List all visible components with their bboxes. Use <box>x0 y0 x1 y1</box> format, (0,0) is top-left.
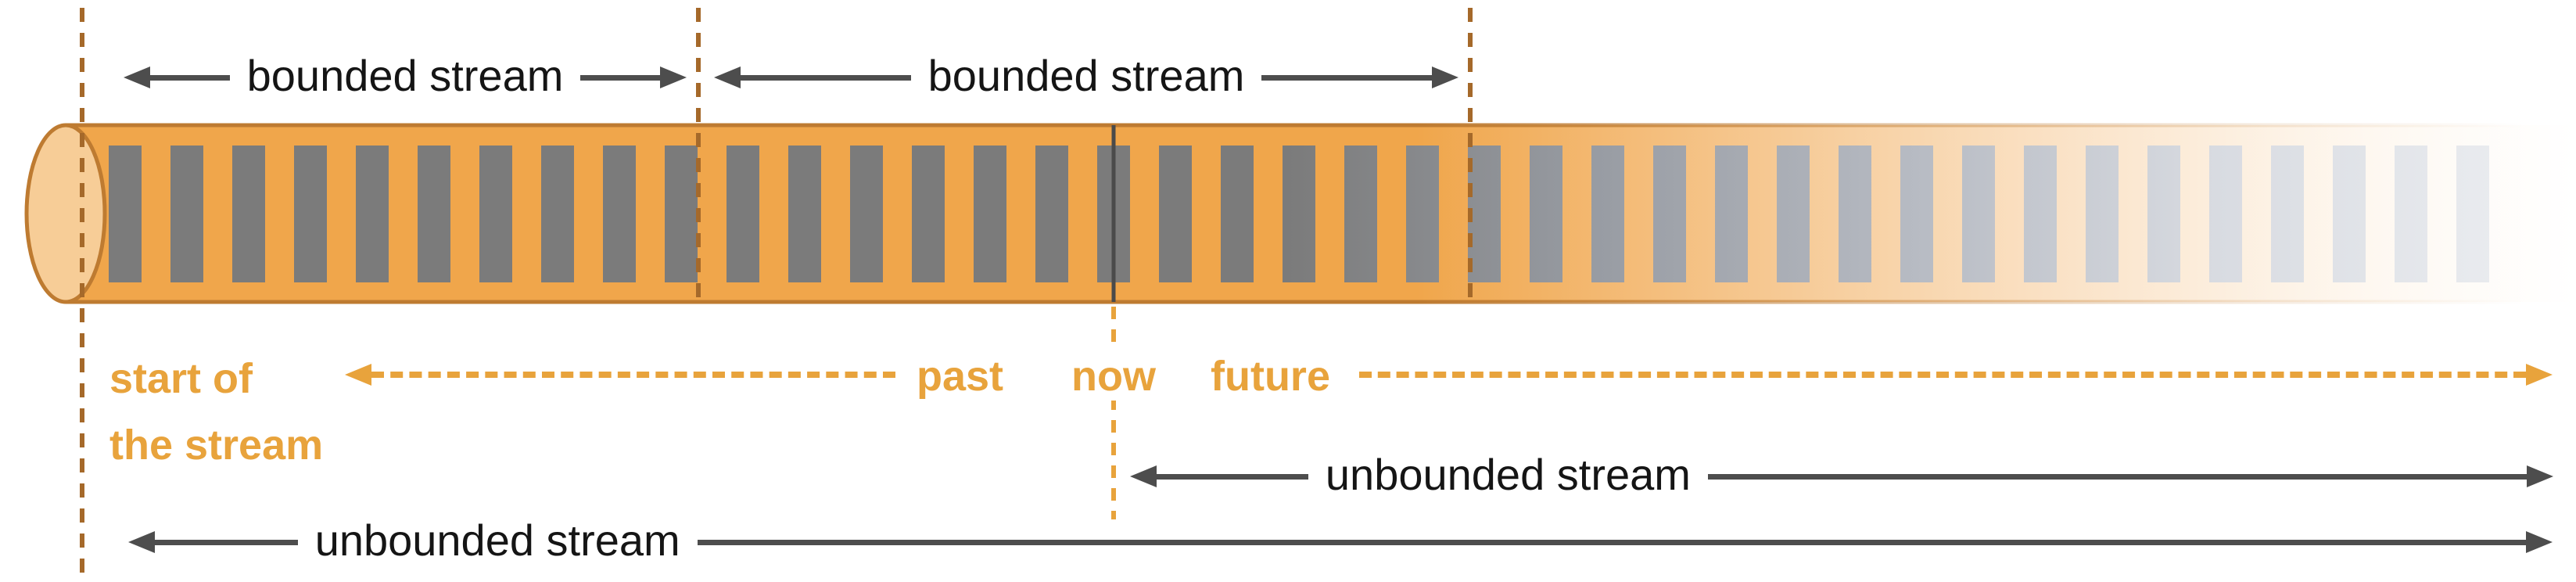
arrow-shaft <box>1707 473 2527 480</box>
event-bar <box>2333 146 2366 282</box>
arrowhead-right-icon <box>2527 465 2553 487</box>
dashed-arrow-shaft <box>371 372 895 378</box>
bounded-stream-arrow-1: bounded stream <box>124 49 687 106</box>
event-bar <box>974 146 1006 282</box>
event-bar <box>170 146 203 282</box>
event-bar <box>294 146 327 282</box>
past-label: past <box>917 353 1004 400</box>
event-bar <box>1715 146 1748 282</box>
event-bar <box>1530 146 1562 282</box>
event-bar <box>850 146 883 282</box>
event-bar <box>2147 146 2180 282</box>
event-bar <box>788 146 821 282</box>
stream-tube-cap <box>24 123 107 304</box>
event-bar <box>2086 146 2119 282</box>
event-bar <box>2209 146 2242 282</box>
event-bar <box>727 146 759 282</box>
unbounded-stream-label-now: unbounded stream <box>1325 449 1691 499</box>
future-label: future <box>1211 353 1330 400</box>
event-bar <box>1344 146 1377 282</box>
event-bar <box>603 146 636 282</box>
arrow-shaft <box>741 74 911 81</box>
start-of-stream-line1: start of <box>109 355 253 402</box>
arrowhead-left-icon <box>1130 465 1157 487</box>
arrow-shaft <box>697 539 2526 545</box>
event-bar <box>1035 146 1068 282</box>
now-label: now <box>1059 352 1168 401</box>
event-bar <box>1839 146 1871 282</box>
arrowhead-left-icon <box>128 531 155 553</box>
event-bar <box>109 146 142 282</box>
event-bar <box>1283 146 1315 282</box>
arrowhead-right-icon <box>2526 364 2553 386</box>
event-bar <box>1962 146 1995 282</box>
event-bar <box>1900 146 1933 282</box>
bounded-stream-arrow-2: bounded stream <box>714 49 1458 106</box>
arrowhead-left-icon <box>124 66 150 88</box>
event-bar <box>356 146 389 282</box>
arrow-shaft <box>1157 473 1308 480</box>
event-bar <box>541 146 574 282</box>
event-bar <box>1777 146 1810 282</box>
event-bar <box>2024 146 2057 282</box>
event-bar <box>232 146 265 282</box>
arrowhead-right-icon <box>1432 66 1458 88</box>
arrowhead-left-icon <box>714 66 741 88</box>
arrowhead-right-icon <box>660 66 687 88</box>
unbounded-stream-arrow-now: unbounded stream <box>1130 448 2553 505</box>
bounded-stream-label-1: bounded stream <box>246 50 564 100</box>
arrow-shaft <box>150 74 230 81</box>
event-bar <box>2395 146 2427 282</box>
future-arrow <box>1359 361 2553 388</box>
unbounded-stream-arrow-full: unbounded stream <box>128 514 2553 570</box>
event-bar <box>665 146 698 282</box>
arrowhead-left-icon <box>345 364 371 386</box>
start-of-stream-label: start of the stream <box>109 346 323 480</box>
event-bar <box>1406 146 1439 282</box>
arrowhead-right-icon <box>2526 531 2553 553</box>
event-bar <box>418 146 450 282</box>
arrow-shaft <box>155 539 298 545</box>
unbounded-stream-label-full: unbounded stream <box>314 515 680 565</box>
event-bar <box>912 146 945 282</box>
event-bars <box>109 146 2489 282</box>
event-bar <box>2456 146 2489 282</box>
start-of-stream-line2: the stream <box>109 422 324 469</box>
arrow-shaft <box>1261 74 1432 81</box>
event-bar <box>1221 146 1254 282</box>
dashed-arrow-shaft <box>1359 372 2526 378</box>
event-bar <box>1653 146 1686 282</box>
event-bar <box>1159 146 1192 282</box>
event-bar <box>2271 146 2304 282</box>
past-arrow <box>345 361 895 388</box>
bounded-stream-label-2: bounded stream <box>927 50 1245 100</box>
event-bar <box>1591 146 1624 282</box>
arrow-shaft <box>580 74 660 81</box>
event-bar <box>1468 146 1501 282</box>
event-bar <box>479 146 512 282</box>
